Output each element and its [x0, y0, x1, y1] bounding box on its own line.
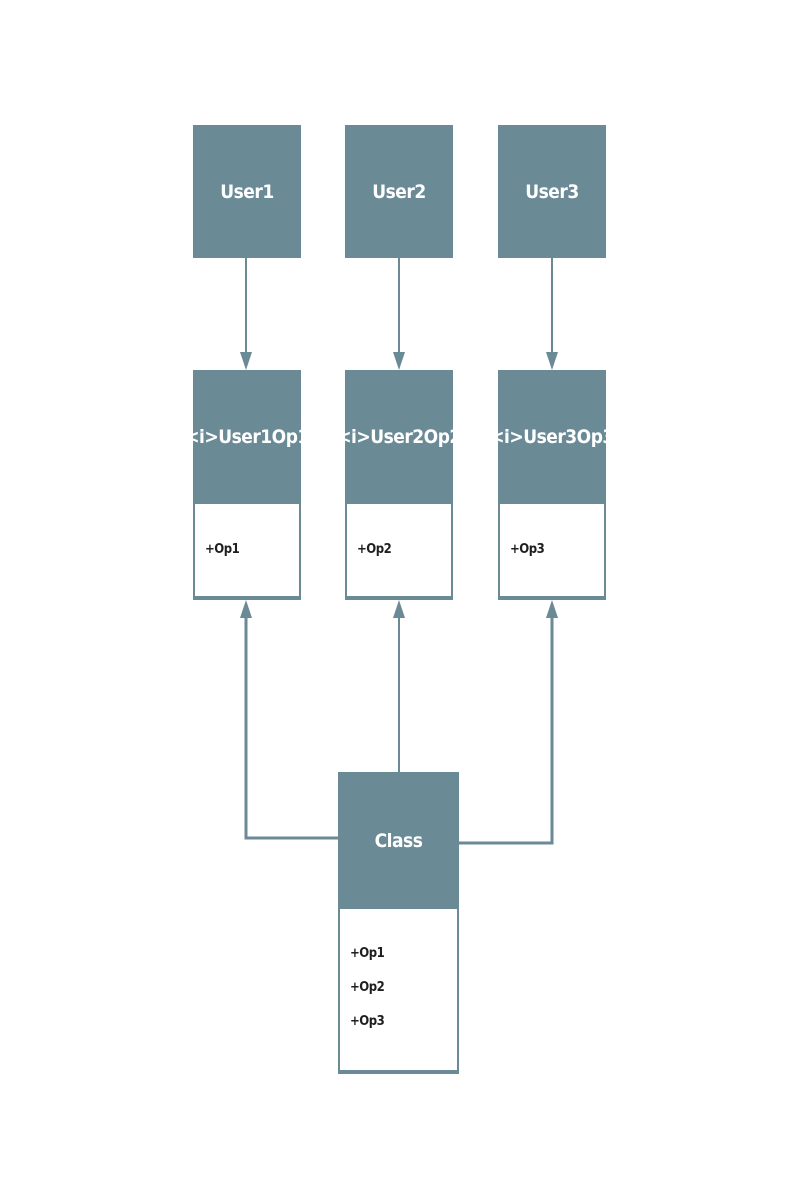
interface1-ops: +Op1 [193, 504, 301, 600]
class-op-3: +Op3 [350, 1014, 385, 1029]
user2-box[interactable]: User2 [345, 125, 453, 258]
user1-label: User1 [220, 180, 274, 203]
class-ops: +Op1 +Op2 +Op3 [338, 909, 459, 1074]
interface3-box[interactable]: <i>User3Op3 +Op3 [490, 370, 614, 600]
class-title: Class [338, 772, 459, 909]
interface3-arrowhead [546, 600, 558, 618]
class-to-interface1-connector [244, 614, 338, 840]
class-op-2: +Op2 [350, 980, 385, 995]
class-to-interface3-connector [459, 614, 554, 845]
interface1-arrowhead [240, 600, 252, 618]
interface2-arrowhead [393, 600, 405, 618]
user3-box[interactable]: User3 [498, 125, 606, 258]
user3-label: User3 [525, 180, 579, 203]
interface1-op-1: +Op1 [205, 542, 240, 557]
interface1-box[interactable]: <i>User1Op1 +Op1 [185, 370, 309, 600]
user2-arrowhead [393, 352, 405, 370]
interface3-title: <i>User3Op3 [490, 370, 614, 504]
interface3-ops: +Op3 [498, 504, 606, 600]
class-op-1: +Op1 [350, 946, 385, 961]
user3-arrowhead [546, 352, 558, 370]
interface2-op-1: +Op2 [357, 542, 392, 557]
user1-box[interactable]: User1 [193, 125, 301, 258]
class-box[interactable]: Class +Op1 +Op2 +Op3 [338, 772, 459, 1074]
user1-arrowhead [240, 352, 252, 370]
user2-label: User2 [372, 180, 426, 203]
interface2-box[interactable]: <i>User2Op2 +Op2 [337, 370, 461, 600]
interface2-title: <i>User2Op2 [337, 370, 461, 504]
interface2-ops: +Op2 [345, 504, 453, 600]
interface3-op-1: +Op3 [510, 542, 545, 557]
interface1-title: <i>User1Op1 [185, 370, 309, 504]
